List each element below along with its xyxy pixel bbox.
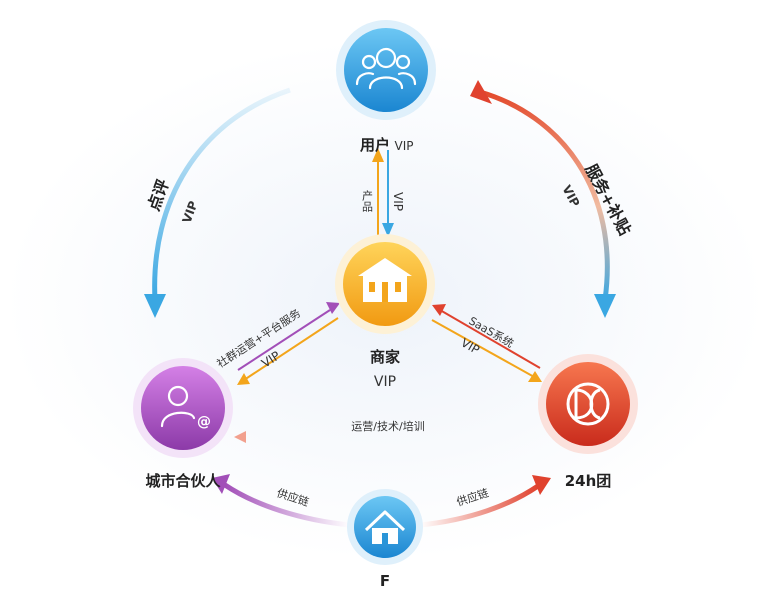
f-to-group-arrowhead [532, 475, 551, 495]
f-node-circle [354, 496, 416, 558]
user-to-merchant-arrowhead [382, 223, 394, 237]
merchant-to-group-line [431, 319, 537, 379]
f-to-city-arrowhead [212, 474, 230, 494]
f-node: F [347, 489, 423, 590]
merchant-to-city-line [243, 317, 339, 381]
right-arc [479, 89, 610, 301]
f-to-group-arc [419, 483, 540, 528]
merchant-to-user-arrowhead [372, 148, 384, 162]
group-to-city-arrowhead [234, 431, 246, 443]
person-at-icon [160, 385, 196, 428]
at-sign-icon: @ [197, 414, 211, 430]
merchant-node-label: 商家 [370, 348, 400, 366]
home-icon [364, 510, 406, 544]
group-city-label: 运营/技术/培训 [351, 419, 424, 433]
group-to-merchant-arrowhead [432, 304, 446, 316]
group24h-node-circle [546, 362, 630, 446]
left-arc-arrowhead [144, 294, 166, 318]
merchant-node: 商家 VIP [335, 234, 435, 390]
group24h-node-label: 24h团 [565, 472, 612, 490]
city-partner-node-label: 城市合伙人 [145, 472, 221, 490]
users-icon [355, 47, 417, 90]
store-icon [358, 258, 412, 302]
city-partner-node: @ 城市合伙人 [133, 358, 233, 490]
city-to-merchant-arrowhead [326, 302, 340, 314]
city-partner-node-circle [141, 366, 225, 450]
group24h-node: 24h团 [538, 354, 638, 490]
user-merchant-vip: VIP [391, 192, 405, 211]
f-to-city-arc [223, 482, 351, 528]
user-merchant-label: 产品 [361, 189, 374, 212]
right-arc-arrowhead-bottom [594, 294, 616, 318]
merchant-to-city-arrowhead [237, 373, 250, 385]
user-node: 用户 VIP [336, 20, 436, 154]
left-arc [152, 87, 291, 301]
merchant-node-vip: VIP [374, 374, 396, 390]
group-to-merchant-line [439, 309, 541, 369]
user-node-label: 用户 [360, 136, 390, 154]
city-to-merchant-line [237, 309, 331, 371]
f-node-label: F [380, 572, 390, 590]
user-node-circle [344, 28, 428, 112]
merchant-to-group-arrowhead [528, 371, 542, 382]
right-arc-arrowhead-top [470, 80, 492, 104]
user-node-vip: VIP [395, 139, 414, 153]
group24h-logo-icon [566, 382, 610, 426]
